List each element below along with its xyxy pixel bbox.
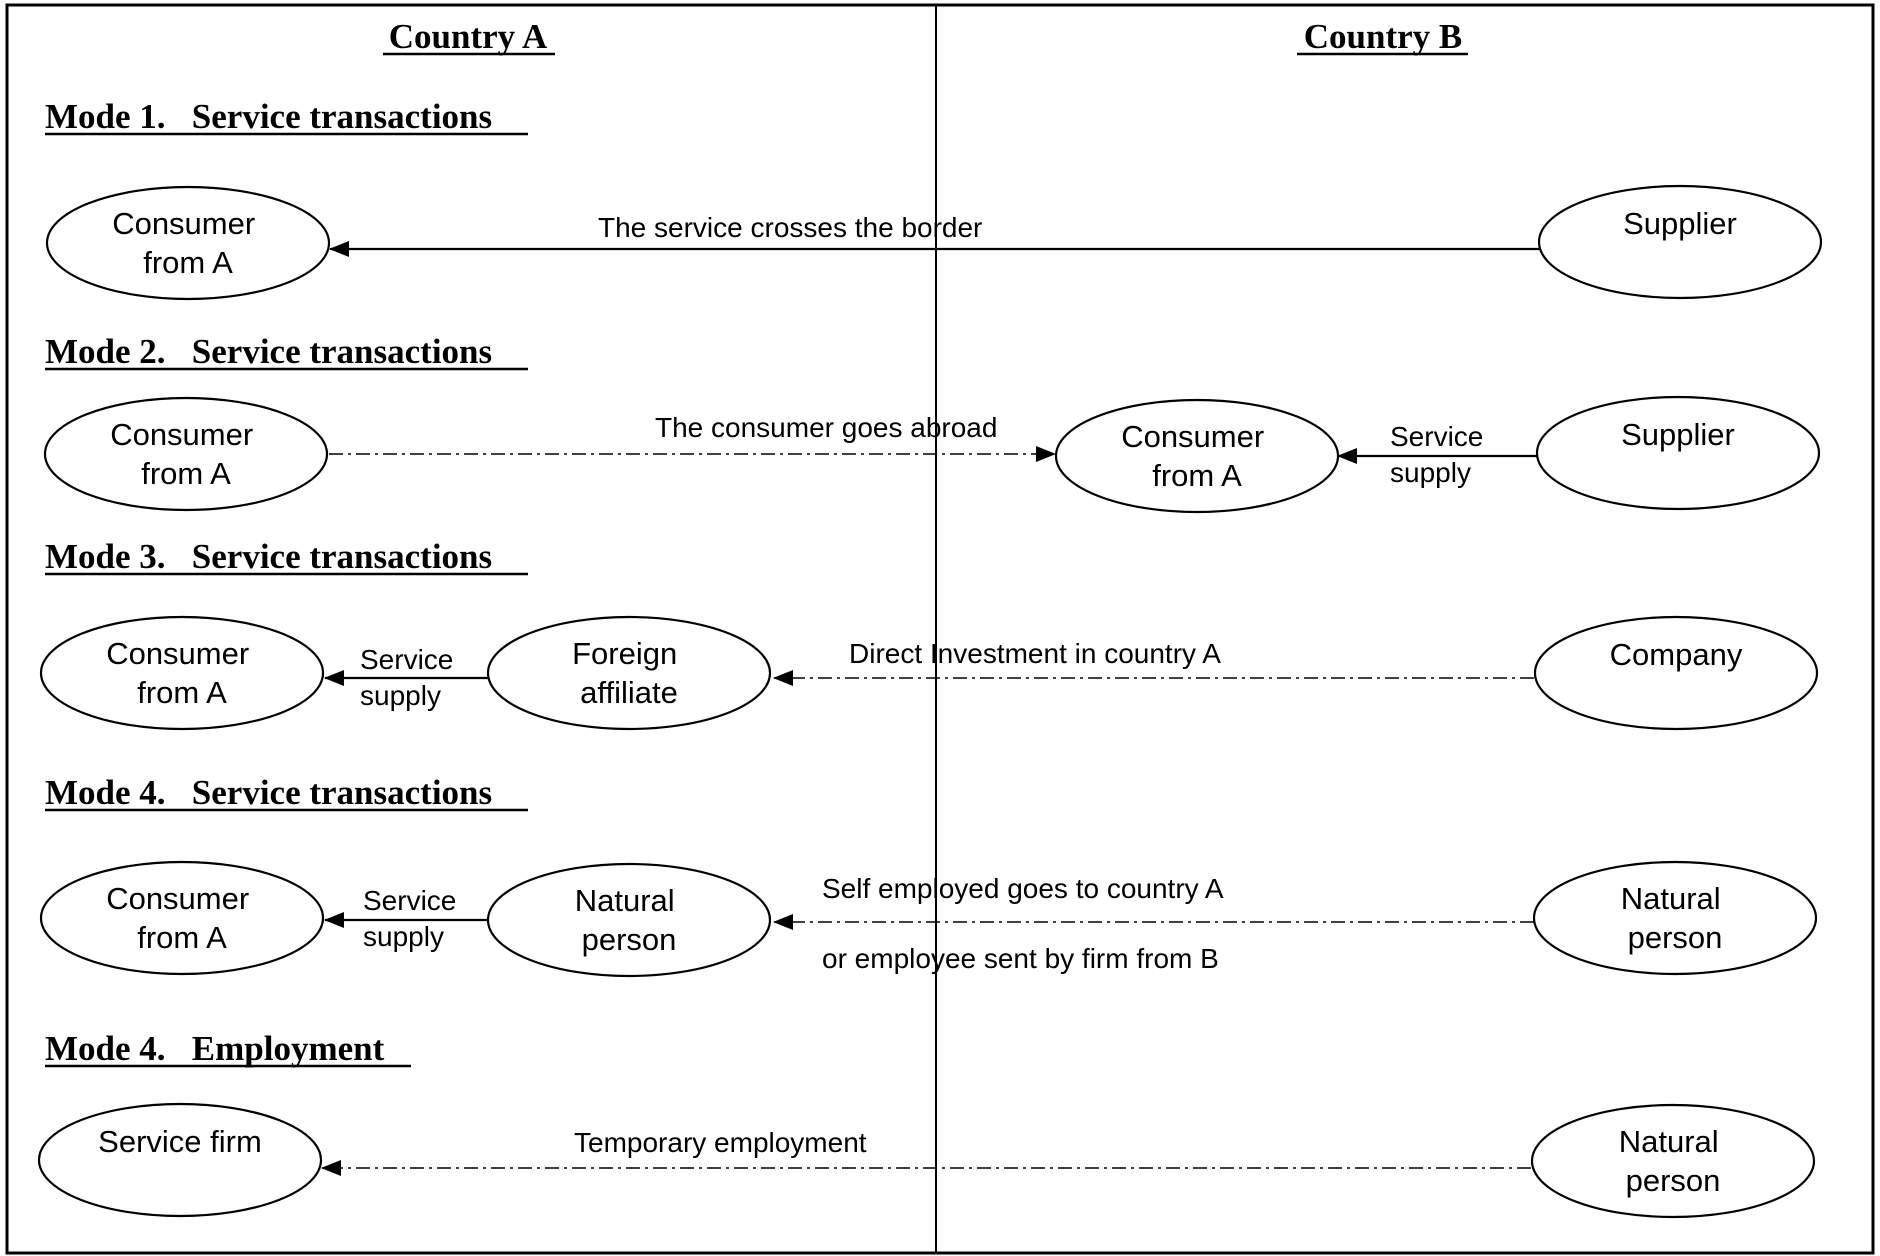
mode-4-transactions-section: Mode 4. Service transactions Service sup… <box>39 773 1818 978</box>
mode-3-company-node <box>1533 615 1819 731</box>
mode-3-section: Mode 3. Service transactions Service sup… <box>39 537 1819 731</box>
mode-2-supplier-label: Supplier <box>1621 417 1735 452</box>
mode-3-foreign-affiliate-node <box>486 615 772 731</box>
mode-4-employment-natural-person-node <box>1530 1103 1816 1219</box>
mode-4-employment-edge-label: Temporary employment <box>574 1127 867 1158</box>
diagram-frame <box>5 3 1875 1255</box>
mode-3-edge-label: Direct Investment in country A <box>849 638 1221 669</box>
mode-3-company-label: Company <box>1610 637 1743 672</box>
mode-1-consumer-label: Consumer from A <box>112 206 264 280</box>
mode-4-natural-person-b-label: Natural person <box>1621 881 1730 955</box>
mode-1-supplier-node <box>1537 184 1823 300</box>
country-b-header: Country B <box>1304 17 1463 56</box>
mode-2-consumer-home-label: Consumer from A <box>110 417 262 491</box>
mode-2-consumer-abroad-node <box>1054 398 1340 514</box>
mode-3-title: Mode 3. Service transactions <box>45 537 492 576</box>
mode-4-employment-natural-person-label: Natural person <box>1619 1124 1728 1198</box>
country-a-header: Country A <box>389 17 548 56</box>
mode-4-natural-person-a-label: Natural person <box>575 883 684 957</box>
mode-4-employment-section: Mode 4. Employment Temporary employment … <box>37 1029 1816 1219</box>
mode-1-consumer-node <box>45 185 331 301</box>
mode-3-foreign-affiliate-label: Foreign affiliate <box>572 636 686 710</box>
mode-3-service-supply-label: Service supply <box>360 644 461 711</box>
mode-2-consumer-abroad-label: Consumer from A <box>1121 419 1273 493</box>
mode-4-service-supply-label: Service supply <box>363 885 464 952</box>
mode-1-title: Mode 1. Service transactions <box>45 97 492 136</box>
mode-1-edge-label: The service crosses the border <box>598 212 982 243</box>
mode-4-natural-person-a-node <box>486 862 772 978</box>
mode-2-section: Mode 2. Service transactions The consume… <box>43 332 1821 514</box>
mode-2-edge-label: The consumer goes abroad <box>655 412 997 443</box>
mode-4-service-firm-node <box>37 1102 323 1218</box>
mode-1-section: Mode 1. Service transactions The service… <box>45 97 1823 301</box>
mode-4-employment-title: Mode 4. Employment <box>45 1029 385 1068</box>
mode-1-supplier-label: Supplier <box>1623 206 1737 241</box>
mode-2-supplier-node <box>1535 395 1821 511</box>
mode-4-service-firm-label: Service firm <box>98 1124 262 1159</box>
mode-2-consumer-home-node <box>43 396 329 512</box>
mode-3-consumer-node <box>39 615 325 731</box>
mode-3-consumer-label: Consumer from A <box>106 636 258 710</box>
mode-4-natural-person-b-node <box>1532 860 1818 976</box>
mode-2-service-supply-label: Service supply <box>1390 421 1491 488</box>
mode-4-transactions-title: Mode 4. Service transactions <box>45 773 492 812</box>
mode-4-consumer-node <box>39 860 325 976</box>
mode-4-self-employed-label: Self employed goes to country A or emplo… <box>822 873 1230 974</box>
mode-2-title: Mode 2. Service transactions <box>45 332 492 371</box>
mode-4-consumer-label: Consumer from A <box>106 881 258 955</box>
